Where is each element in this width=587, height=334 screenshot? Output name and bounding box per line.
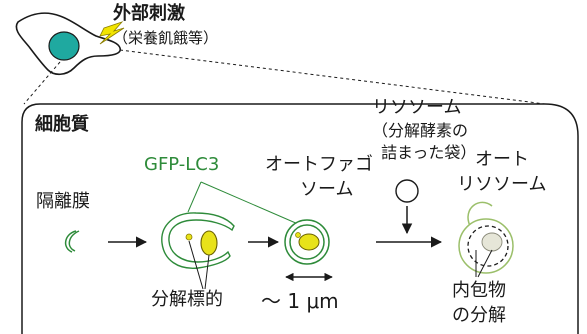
lysosome-label: リソソーム [372,97,462,118]
small-target-dot [185,233,193,241]
gfp-leader-1 [187,181,202,213]
stimulus-subtitle: （栄養飢餓等） [113,29,219,47]
cytoplasm-label: 細胞質 [35,114,89,135]
zoom-line-left [23,61,61,105]
autophagosome-label-2: ソーム [300,179,354,200]
autolysosome-label-1: オート [475,149,529,170]
lysosome-desc-2: 詰まった袋） [381,143,477,162]
target-cargo [200,230,218,256]
stimulus-title: 外部刺激 [113,3,185,24]
degraded-content [481,232,503,252]
phagophore-shape [161,212,235,269]
isolation-membrane-shape [64,230,80,253]
contents-label-1: 内包物 [452,280,506,301]
target-leader-2 [204,254,210,290]
contents-label-2: の分解 [452,305,506,326]
lysosome-shape [395,179,419,203]
cell-icon [15,12,121,76]
contents-leader-2 [477,249,493,278]
gfp-lc3-label: GFP-LC3 [144,154,220,175]
autophagosome-label-1: オートファゴ [265,154,373,175]
nucleus-icon [48,31,80,61]
target-leader-1 [188,240,204,290]
scale-label: ～ 1 μm [261,289,339,313]
autophagosome-shape [284,219,330,265]
lightning-icon [99,21,125,45]
degradation-target-label: 分解標的 [151,289,223,310]
isolation-membrane-label: 隔離膜 [36,191,90,212]
cytoplasm-frame [21,103,579,334]
gfp-leader-2 [200,181,299,225]
lysosome-desc-1: （分解酵素の [372,121,469,140]
autolysosome-shape [458,201,514,274]
autolysosome-label-2: リソソーム [457,174,547,195]
zoom-line-right [119,49,546,105]
